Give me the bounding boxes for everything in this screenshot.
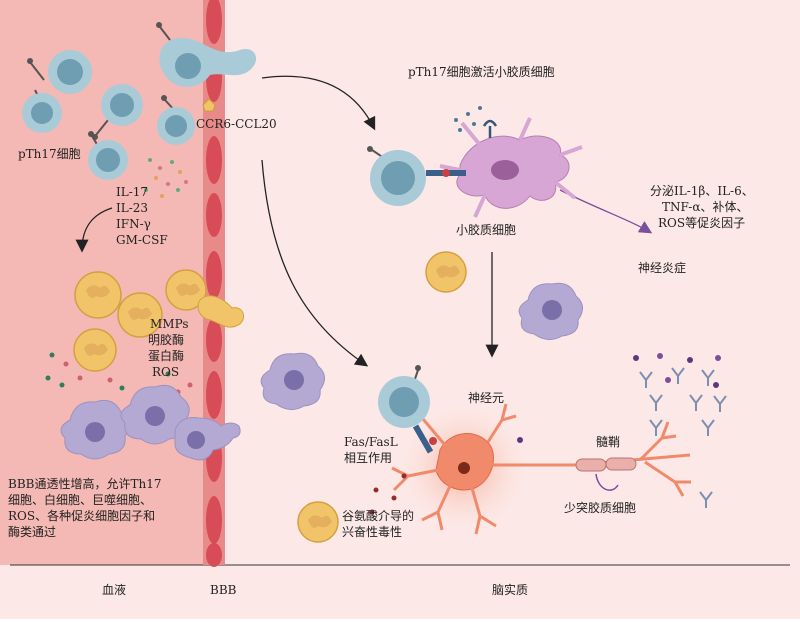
- th17-cell: [22, 89, 62, 133]
- transmigrating-th17-cell: [156, 22, 257, 87]
- granulocyte-brain: [425, 251, 467, 293]
- macrophage-brain: [260, 352, 325, 410]
- label-ccr6: CCR6-CCL20: [196, 117, 277, 131]
- label-oligodendrocyte: 少突胶质细胞: [564, 500, 636, 515]
- label-bbb-line-4: 酶类通过: [8, 524, 56, 539]
- footer-band: [0, 565, 800, 619]
- label-glutamate-line-1: 谷氨酸介导的: [342, 508, 414, 523]
- purple-dots: [517, 353, 721, 443]
- oligodendrocyte-process: [595, 473, 619, 491]
- label-glutamate-line-2: 兴奋性毒性: [342, 525, 402, 539]
- label-microglia-activation: pTh17细胞激活小胶质细胞: [408, 64, 555, 79]
- arrow-cytokines-to-bbb: [75, 207, 113, 253]
- label-secrete-line-2: TNF-α、补体、: [662, 200, 748, 214]
- antibody-icons: [639, 367, 727, 508]
- receptor-icon: [482, 119, 498, 138]
- footer-label-bbb: BBB: [210, 583, 237, 597]
- label-fas-line-2: 相互作用: [344, 451, 392, 465]
- label-microglia: 小胶质细胞: [456, 222, 516, 237]
- th17-cell-neuron-contact: [378, 365, 437, 454]
- ros-dots: [45, 352, 193, 395]
- label-myelin: 髓鞘: [596, 435, 620, 449]
- label-enzyme-ros: ROS: [152, 365, 179, 379]
- label-th17-cells: pTh17细胞: [18, 147, 81, 161]
- microglia-cell: [426, 117, 583, 218]
- label-bbb-line-3: ROS、各种促炎细胞因子和: [8, 508, 155, 523]
- label-secrete-line-1: 分泌IL-1β、IL-6、: [650, 184, 754, 198]
- transmigrating-macrophage: [174, 417, 241, 461]
- footer-label-blood: 血液: [102, 582, 126, 597]
- neuron-cell: [391, 398, 575, 538]
- axon-myelin: [574, 421, 691, 497]
- cytokine-dots: [144, 158, 188, 198]
- label-cytokine-gmcsf: GM-CSF: [116, 233, 168, 247]
- transmigrating-granulocyte: [197, 295, 244, 328]
- granulocyte: [73, 328, 117, 372]
- th17-cell: [92, 84, 143, 140]
- label-fas-line-1: Fas/FasL: [344, 435, 398, 449]
- th17-cell: [27, 50, 92, 94]
- th17-cell-microglia-contact: [367, 146, 426, 206]
- label-enzyme-protease: 蛋白酶: [148, 348, 184, 363]
- granulocyte: [74, 271, 122, 319]
- th17-cell: [88, 131, 128, 180]
- bbb-wall: [203, 0, 225, 567]
- footer-label-brain: 脑实质: [492, 582, 528, 597]
- granulocyte: [117, 292, 163, 338]
- arrow-th17-to-microglia: [261, 75, 376, 131]
- label-neuroinflammation: 神经炎症: [638, 260, 686, 275]
- label-bbb-line-1: BBB通透性增高，允许Th17: [8, 476, 161, 491]
- macrophage: [60, 399, 130, 460]
- label-secrete-line-3: ROS等促炎因子: [658, 216, 745, 230]
- label-bbb-line-2: 细胞、白细胞、巨噬细胞、: [8, 492, 152, 507]
- th17-cell: [157, 95, 195, 145]
- label-neuron: 神经元: [468, 391, 504, 405]
- glutamate-dots: [369, 473, 407, 515]
- arrow-th17-to-neuron: [261, 159, 369, 367]
- secreted-factor-dots: [454, 106, 482, 132]
- label-enzyme-gelatinase: 明胶酶: [148, 332, 184, 347]
- label-cytokine-il23: IL-23: [116, 201, 148, 215]
- granulocyte: [165, 269, 207, 311]
- label-cytokine-il17: IL-17: [116, 185, 148, 199]
- granulocyte-glutamate: [297, 501, 339, 543]
- macrophage-brain: [518, 282, 583, 340]
- ccr6-receptor-icon: [202, 98, 216, 112]
- label-cytokine-ifn: IFN-γ: [116, 217, 151, 231]
- label-enzyme-mmps: MMPs: [150, 317, 188, 331]
